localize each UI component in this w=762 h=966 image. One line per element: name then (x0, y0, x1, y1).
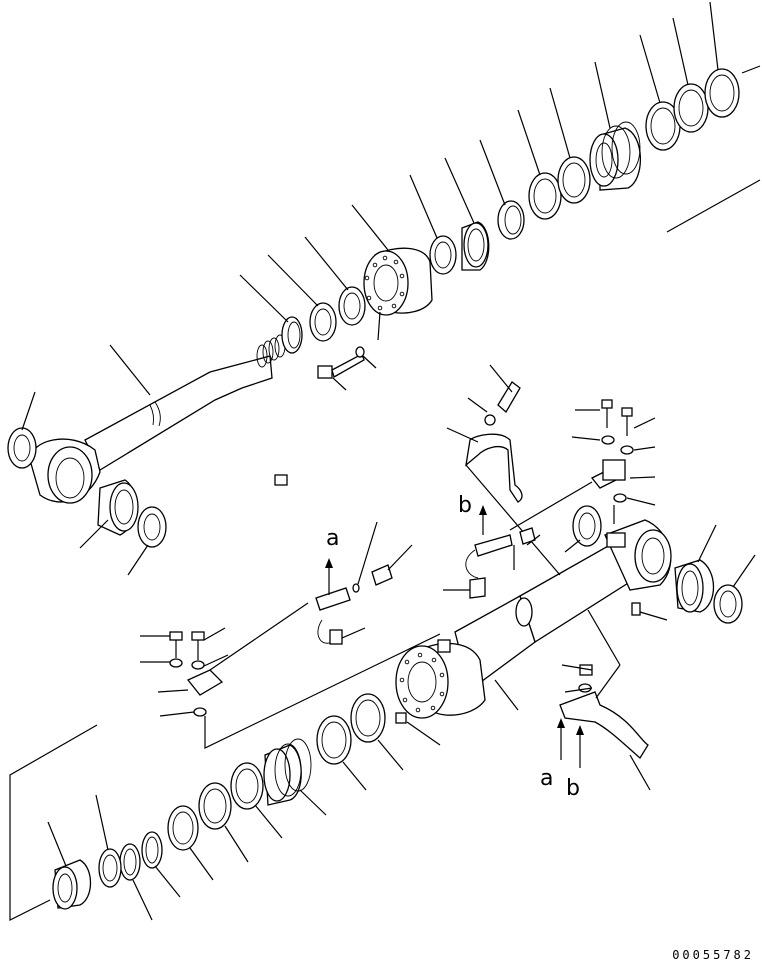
head-bolt (317, 353, 365, 379)
label-a-top: a (326, 526, 339, 551)
ring-lower-8 (98, 848, 122, 888)
o-ring-right (613, 493, 627, 503)
rod-eye (29, 438, 101, 504)
flange-bolt-1 (601, 399, 613, 409)
piston-ring-5 (704, 68, 740, 118)
cylinder-head (363, 247, 433, 316)
callout-a-bottom: a (540, 718, 565, 791)
eye-seal-right (137, 506, 167, 548)
rod-seal-1 (309, 302, 337, 342)
eye-bushing (97, 479, 139, 536)
piston-ring-4 (673, 83, 709, 133)
eye-bushing-2 (572, 505, 602, 547)
ring-lower-4 (198, 782, 232, 830)
set-screw (395, 712, 407, 724)
label-a-bottom: a (540, 766, 553, 791)
tube-seal (713, 584, 743, 624)
snap-ring-1 (281, 316, 303, 354)
head-ring-1 (429, 235, 457, 275)
tube-bushing (674, 559, 714, 613)
ring-lower-3 (230, 762, 264, 810)
clamp-upper (465, 433, 523, 503)
clamp-washer (484, 414, 496, 426)
clamp-lower (559, 691, 649, 759)
tube-flange (395, 639, 486, 719)
tube-bottom-eye (604, 519, 672, 591)
upper-rod-assembly (7, 1, 761, 576)
drawing-code: 00055782 (672, 948, 754, 962)
callout-a-top: a (325, 526, 339, 595)
grease-fitting (631, 602, 641, 616)
piston-ring-lower-1 (350, 693, 386, 743)
head-bushing (461, 221, 490, 271)
pipe-left (315, 587, 351, 611)
cushion-collar (52, 859, 92, 910)
piston-ring-1 (528, 172, 562, 220)
flange-washer-1 (601, 435, 615, 445)
left-flange-block (169, 631, 224, 717)
eye-seal-left (7, 427, 37, 469)
flange-washer-2 (620, 445, 634, 455)
ring-lower-6 (141, 831, 163, 869)
fitting-left (371, 564, 393, 586)
ring-lower-7 (119, 843, 141, 881)
piston-lower (263, 738, 312, 806)
callout-b-top: b (458, 493, 487, 535)
clamp-bolt (497, 381, 521, 414)
piston-ring-lower-2 (316, 715, 352, 765)
pipe-middle (474, 534, 513, 557)
ring-lower-5 (167, 805, 199, 851)
grease-nipple (274, 474, 288, 486)
label-b-top: b (458, 493, 472, 518)
snap-ring-2 (497, 200, 525, 240)
piston-ring-3 (645, 101, 681, 151)
label-b-bottom: b (566, 776, 580, 801)
lower-tube-assembly (9, 364, 756, 921)
piston (589, 121, 642, 191)
callout-b-bottom: b (566, 725, 584, 801)
head-bolt-washer (355, 346, 365, 358)
piston-ring-2 (557, 156, 591, 204)
flange-bolt-2 (621, 407, 633, 417)
rod-seal-2 (338, 286, 366, 326)
